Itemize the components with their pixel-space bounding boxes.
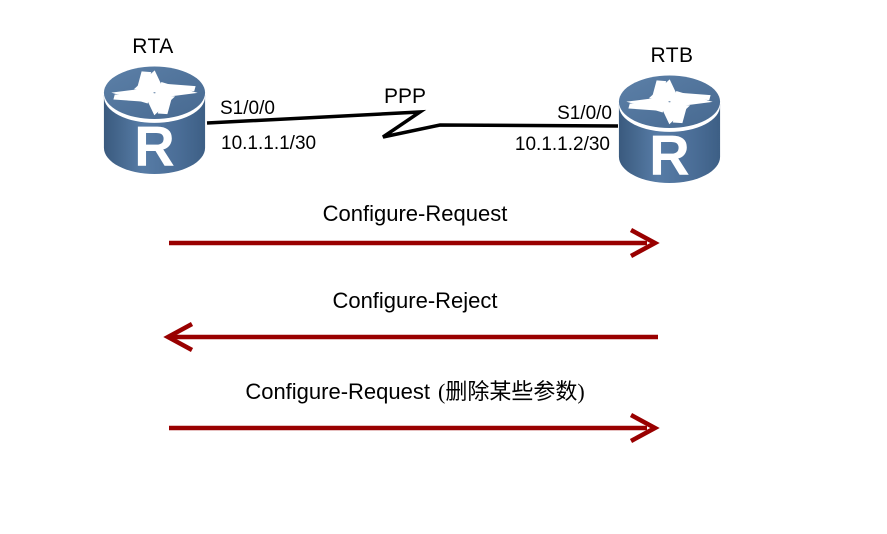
message-1-text: Configure-Request	[322, 201, 508, 226]
serial-link-line	[206, 109, 619, 139]
interface-label-rta: S1/0/0	[220, 98, 275, 119]
router-letter-rtb: R	[649, 124, 690, 184]
interface-label-rtb: S1/0/0	[557, 103, 612, 124]
message-arrow-left-2	[163, 322, 658, 352]
message-2-text: Configure-Reject	[332, 288, 498, 313]
message-label-2: Configure-Reject	[165, 288, 665, 314]
router-icon-rtb: R	[616, 75, 723, 184]
ip-label-rtb: 10.1.1.2/30	[514, 134, 610, 155]
message-arrow-right-3	[169, 413, 660, 443]
ip-label-rta: 10.1.1.1/30	[221, 133, 317, 154]
device-label-rtb: RTB	[650, 44, 694, 67]
message-label-3: Configure-Request (删除某些参数)	[165, 374, 665, 406]
message-label-1: Configure-Request	[165, 201, 665, 227]
device-label-rta: RTA	[132, 35, 174, 58]
router-icon-rta: R	[101, 66, 208, 175]
message-arrow-right-1	[169, 228, 660, 258]
message-3-text: Configure-Request	[245, 379, 430, 404]
router-letter-rta: R	[134, 115, 175, 175]
message-3-note: (删除某些参数)	[438, 379, 585, 404]
link-protocol-label: PPP	[384, 85, 427, 108]
